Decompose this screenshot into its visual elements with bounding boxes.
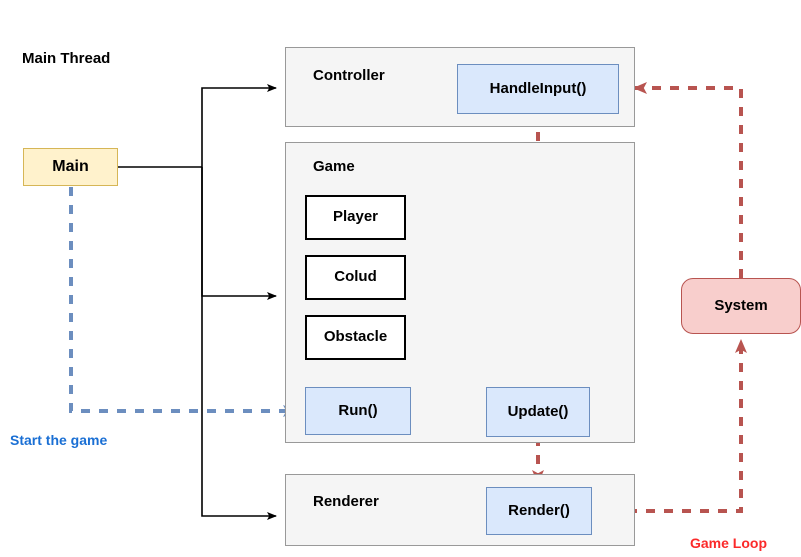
label-start-the-game: Start the game: [10, 432, 108, 448]
node-colud[interactable]: Colud: [305, 255, 406, 300]
node-system[interactable]: System: [681, 278, 801, 334]
container-game-title: Game: [313, 158, 355, 175]
edge-system-to-handleinput: [633, 82, 743, 278]
node-update[interactable]: Update(): [486, 387, 590, 437]
node-run[interactable]: Run(): [305, 387, 411, 435]
container-renderer-title: Renderer: [313, 493, 379, 510]
edge-main-to-run: [69, 187, 297, 417]
node-render[interactable]: Render(): [486, 487, 592, 535]
label-game-loop: Game Loop: [690, 535, 768, 551]
node-obstacle[interactable]: Obstacle: [305, 315, 406, 360]
node-handle-input[interactable]: HandleInput(): [457, 64, 619, 114]
node-main[interactable]: Main: [23, 148, 118, 186]
container-controller-title: Controller: [313, 67, 385, 84]
node-player[interactable]: Player: [305, 195, 406, 240]
diagram-title: Main Thread: [22, 50, 111, 67]
edge-main-to-containers: [118, 84, 277, 520]
